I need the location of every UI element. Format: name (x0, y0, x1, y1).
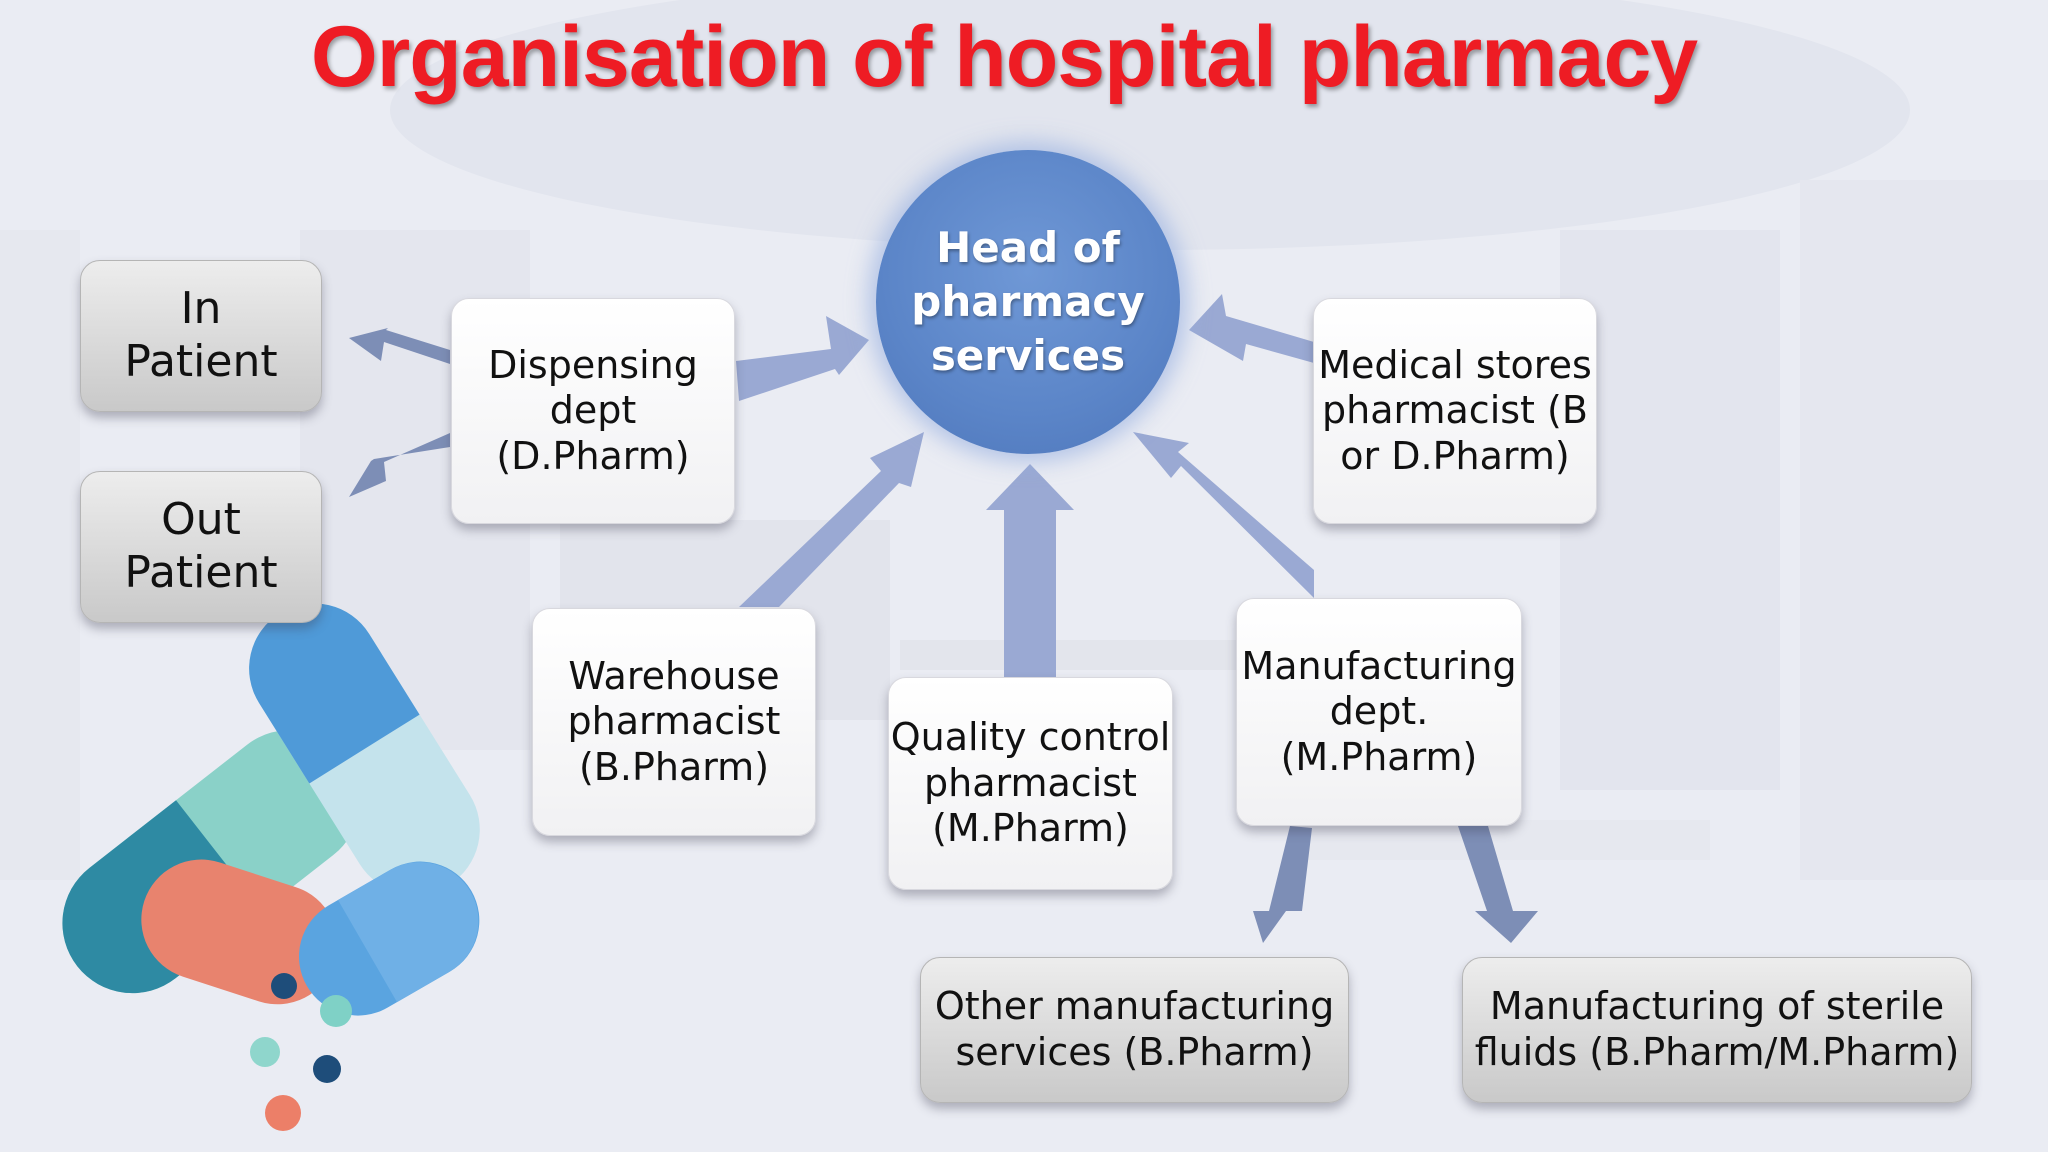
arrow-dispensing-to-head (736, 316, 869, 401)
warehouse-pharmacist-box: Warehouse pharmacist (B.Pharm) (532, 608, 816, 836)
head-of-pharmacy-node: Head of pharmacy services (876, 150, 1180, 454)
arrow-to-in-patient (349, 328, 450, 364)
slide-title: Organisation of hospital pharmacy (310, 9, 1698, 105)
arrow-to-out-patient (349, 433, 450, 497)
other-manufacturing-box: Other manufacturing services (B.Pharm) (920, 957, 1349, 1103)
sterile-fluids-box: Manufacturing of sterile fluids (B.Pharm… (1462, 957, 1972, 1103)
arrow-warehouse-to-head (739, 432, 924, 607)
out-patient-box: Out Patient (80, 471, 322, 623)
arrow-to-sterile-fluids (1458, 826, 1538, 943)
arrow-qc-to-head (986, 464, 1074, 677)
arrow-to-other-manufacturing (1253, 826, 1312, 943)
dispensing-dept-box: Dispensing dept (D.Pharm) (451, 298, 735, 524)
arrow-stores-to-head (1189, 294, 1314, 363)
quality-control-box: Quality control pharmacist (M.Pharm) (888, 677, 1173, 890)
arrow-manufacturing-to-head (1133, 432, 1314, 598)
in-patient-box: In Patient (80, 260, 322, 412)
medical-stores-box: Medical stores pharmacist (B or D.Pharm) (1313, 298, 1597, 524)
manufacturing-dept-box: Manufacturing dept. (M.Pharm) (1236, 598, 1522, 826)
